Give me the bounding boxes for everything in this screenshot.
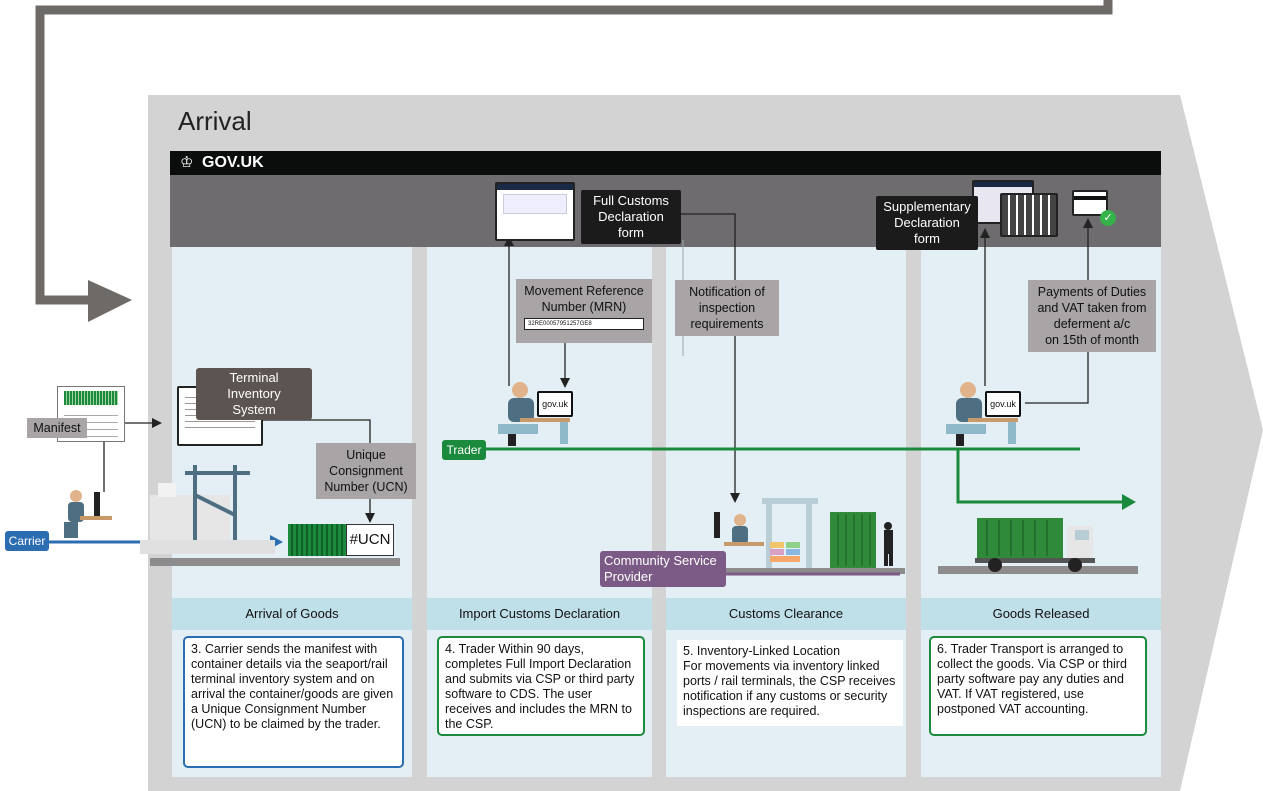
calendar-icon (1000, 193, 1058, 237)
full-customs-label: Full Customs Declaration form (581, 190, 681, 244)
mrn-title: Movement Reference Number (MRN) (524, 284, 644, 314)
supplementary-label: Supplementary Declaration form (876, 196, 978, 250)
trader-screen-text-released: gov.uk (990, 399, 1016, 409)
description-import: 4. Trader Within 90 days, completes Full… (437, 636, 645, 736)
description-released: 6. Trader Transport is arranged to colle… (929, 636, 1147, 736)
section-title: Arrival (178, 106, 252, 136)
truck-icon (975, 518, 1095, 572)
manifest-label: Manifest (27, 418, 87, 438)
carrier-person-icon (64, 490, 112, 538)
trader-person-icon (498, 382, 570, 446)
phase-goods-released: Goods Released (921, 598, 1161, 630)
terminal-inventory-label: Terminal Inventory System (196, 368, 312, 420)
trader-monitor-released: gov.uk (985, 391, 1021, 417)
payments-label: Payments of Duties and VAT taken from de… (1028, 280, 1156, 352)
check-icon: ✓ (1100, 210, 1116, 226)
govuk-brand: GOV.UK (202, 154, 264, 171)
ucn-tag: #UCN (346, 524, 394, 556)
trader-monitor: gov.uk (537, 391, 573, 417)
csp-label: Community Service Provider (600, 551, 726, 587)
trader-person-icon-released (946, 382, 1018, 446)
carrier-label: Carrier (5, 531, 49, 551)
govuk-header: ♔ GOV.UK (170, 151, 1161, 175)
description-clearance: 5. Inventory-Linked Location For movemen… (677, 640, 903, 726)
container-icon (288, 524, 346, 556)
phase-arrival-of-goods: Arrival of Goods (172, 598, 412, 630)
phase-customs-clearance: Customs Clearance (666, 598, 906, 630)
trader-label: Trader (442, 440, 486, 460)
mrn-label: Movement Reference Number (MRN) 32RE0005… (516, 279, 652, 343)
customs-clearance-illustration (714, 498, 893, 568)
notification-label: Notification of inspection requirements (675, 280, 779, 336)
crown-icon: ♔ (180, 154, 194, 171)
phase-import-customs-declaration: Import Customs Declaration (427, 598, 652, 630)
full-declaration-screen (495, 182, 575, 241)
payment-card-icon (1072, 190, 1108, 216)
description-arrival: 3. Carrier sends the manifest with conta… (183, 636, 404, 768)
trader-screen-text: gov.uk (542, 399, 568, 409)
ucn-label: Unique Consignment Number (UCN) (316, 443, 416, 499)
mrn-code-box: 32RE00057951257GE8 (524, 318, 644, 330)
port-crane-illustration (140, 465, 275, 554)
